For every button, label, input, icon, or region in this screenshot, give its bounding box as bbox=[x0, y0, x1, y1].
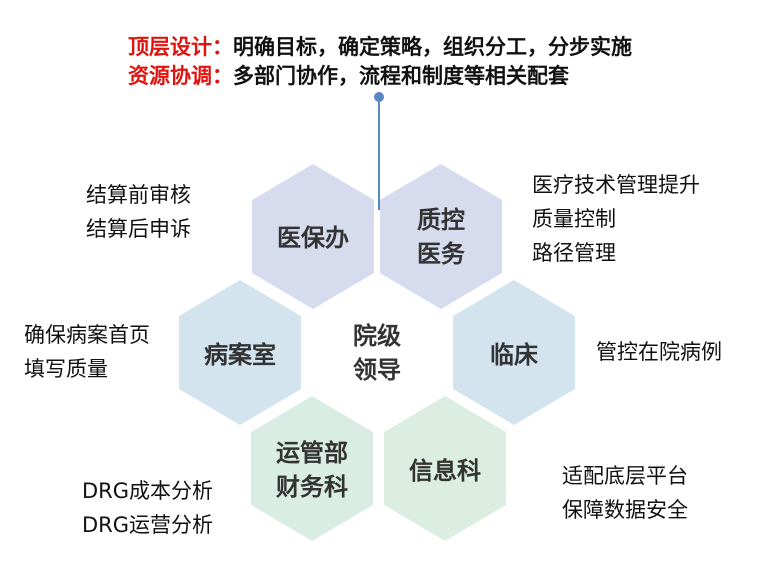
hex-label-linchuang: 临床 bbox=[490, 341, 538, 369]
top-design-value: 明确目标，确定策略，组织分工，分步实施 bbox=[233, 35, 632, 59]
hex-label-yunguan-line2: 财务科 bbox=[276, 473, 348, 501]
resource-coordination-value: 多部门协作，流程和制度等相关配套 bbox=[233, 64, 569, 88]
hex-zhikong bbox=[380, 164, 502, 309]
note-zhikong: 医疗技术管理提升 质量控制 路径管理 bbox=[532, 168, 700, 270]
note-bingan-line: 填写质量 bbox=[24, 357, 108, 381]
hex-label-zhikong-line1: 质控 bbox=[417, 206, 465, 234]
resource-coordination-key: 资源协调： bbox=[128, 64, 233, 88]
note-xinxi: 适配底层平台 保障数据安全 bbox=[562, 459, 688, 527]
center-label-leadership: 院级 领导 bbox=[327, 319, 427, 387]
note-zhikong-line: 质量控制 bbox=[532, 207, 616, 231]
note-bingan-line: 确保病案首页 bbox=[24, 323, 150, 347]
hex-label-yunguan: 运管部 财务科 bbox=[262, 436, 362, 504]
note-yibaoban: 结算前审核 结算后申诉 bbox=[86, 178, 191, 246]
header-resource-coordination: 资源协调：多部门协作，流程和制度等相关配套 bbox=[128, 63, 569, 89]
note-xinxi-line: 适配底层平台 bbox=[562, 464, 688, 488]
note-zhikong-line: 医疗技术管理提升 bbox=[532, 173, 700, 197]
connector-dot bbox=[374, 92, 384, 102]
note-linchuang: 管控在院病例 bbox=[596, 335, 722, 369]
note-zhikong-line: 路径管理 bbox=[532, 241, 616, 265]
note-bingan: 确保病案首页 填写质量 bbox=[24, 318, 150, 386]
hex-xinxi bbox=[384, 396, 506, 541]
note-xinxi-line: 保障数据安全 bbox=[562, 498, 688, 522]
note-yunguan-line: DRG运营分析 bbox=[82, 513, 214, 537]
connector-stem bbox=[378, 94, 380, 210]
hex-yibaoban bbox=[252, 164, 374, 309]
hex-linchuang bbox=[453, 280, 575, 425]
hex-label-bingan: 病案室 bbox=[204, 341, 276, 369]
hex-yunguan bbox=[251, 396, 373, 541]
header-top-design: 顶层设计：明确目标，确定策略，组织分工，分步实施 bbox=[128, 34, 632, 60]
hex-label-yunguan-line1: 运管部 bbox=[276, 439, 348, 467]
hex-label-zhikong-line2: 医务 bbox=[417, 240, 465, 268]
note-linchuang-line: 管控在院病例 bbox=[596, 340, 722, 364]
hex-label-yibaoban: 医保办 bbox=[277, 224, 349, 252]
hex-label-xinxi: 信息科 bbox=[409, 457, 481, 485]
center-label-line1: 院级 bbox=[353, 322, 401, 350]
top-design-key: 顶层设计： bbox=[128, 35, 233, 59]
hex-bingan bbox=[179, 280, 301, 425]
note-yunguan-line: DRG成本分析 bbox=[82, 479, 214, 503]
hex-label-zhikong: 质控 医务 bbox=[391, 203, 491, 271]
note-yunguan: DRG成本分析 DRG运营分析 bbox=[82, 474, 213, 542]
note-yibaoban-line: 结算前审核 bbox=[86, 183, 191, 207]
center-label-line2: 领导 bbox=[353, 356, 401, 384]
note-yibaoban-line: 结算后申诉 bbox=[86, 217, 191, 241]
